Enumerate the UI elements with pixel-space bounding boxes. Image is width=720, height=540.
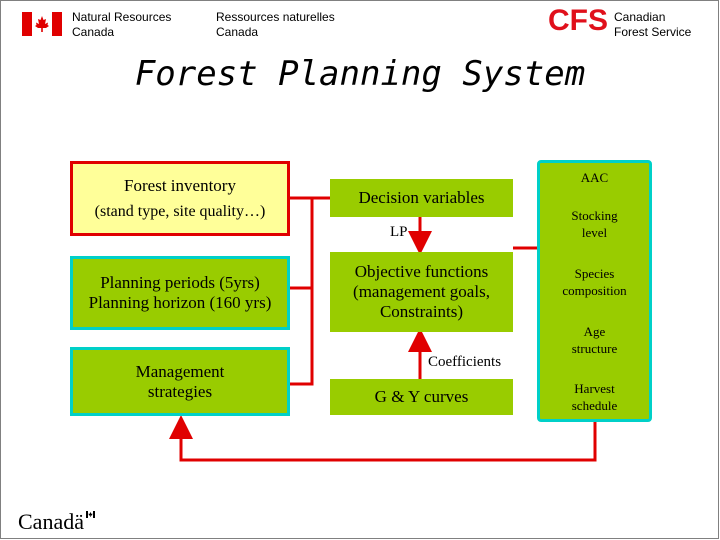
aac-label: AAC: [580, 170, 609, 185]
planning-periods-label: Planning periods (5yrs): [100, 273, 260, 292]
dept-name-en: Natural Resources Canada: [72, 10, 172, 39]
cfs-logo: CFS: [548, 4, 608, 37]
planning-horizon-label: Planning horizon (160 yrs): [88, 293, 272, 312]
management-strategies-box: Management strategies: [70, 347, 290, 416]
management-strategies-label-line2: strategies: [147, 381, 213, 401]
outputs-box: AAC Stocking level Species composition A…: [537, 160, 652, 422]
objective-functions-label-line2: (management goals,: [353, 282, 490, 301]
decision-variables-label: Decision variables: [358, 188, 485, 207]
canada-flag-icon: [22, 12, 62, 36]
management-strategies-label-line1: Management: [135, 361, 225, 381]
species-composition-label: Species composition: [562, 266, 627, 298]
arrow-left-bracket: [290, 198, 314, 290]
canada-wordmark-logo: Canadä: [18, 511, 95, 533]
lp-label: LP: [390, 224, 408, 240]
wordmark-flag-icon: [86, 511, 95, 518]
objective-functions-box: Objective functions (management goals, C…: [330, 252, 513, 332]
objective-functions-label-line3: Constraints): [379, 302, 464, 321]
decision-variables-box: Decision variables: [330, 179, 513, 217]
cfs-name: Canadian Forest Service: [614, 10, 692, 39]
gy-curves-label: G & Y curves: [374, 387, 469, 406]
age-structure-label: Age structure: [571, 324, 618, 356]
forest-inventory-box: Forest inventory (stand type, site quali…: [70, 161, 290, 236]
planning-periods-box: Planning periods (5yrs) Planning horizon…: [70, 256, 290, 330]
coefficients-label: Coefficients: [428, 354, 502, 370]
stocking-level-label: Stocking level: [571, 208, 618, 240]
arrow-strategies-join: [290, 288, 314, 386]
dept-name-fr: Ressources naturelles Canada: [216, 10, 335, 39]
harvest-schedule-label: Harvest schedule: [571, 381, 618, 413]
arrow-feedback-loop: [169, 415, 597, 462]
objective-functions-label-line1: Objective functions: [354, 262, 489, 281]
gy-curves-box: G & Y curves: [330, 379, 513, 415]
forest-inventory-label: Forest inventory: [124, 175, 236, 195]
forest-inventory-detail: (stand type, site quality…): [94, 202, 266, 220]
page-title: Forest Planning System: [134, 54, 586, 94]
